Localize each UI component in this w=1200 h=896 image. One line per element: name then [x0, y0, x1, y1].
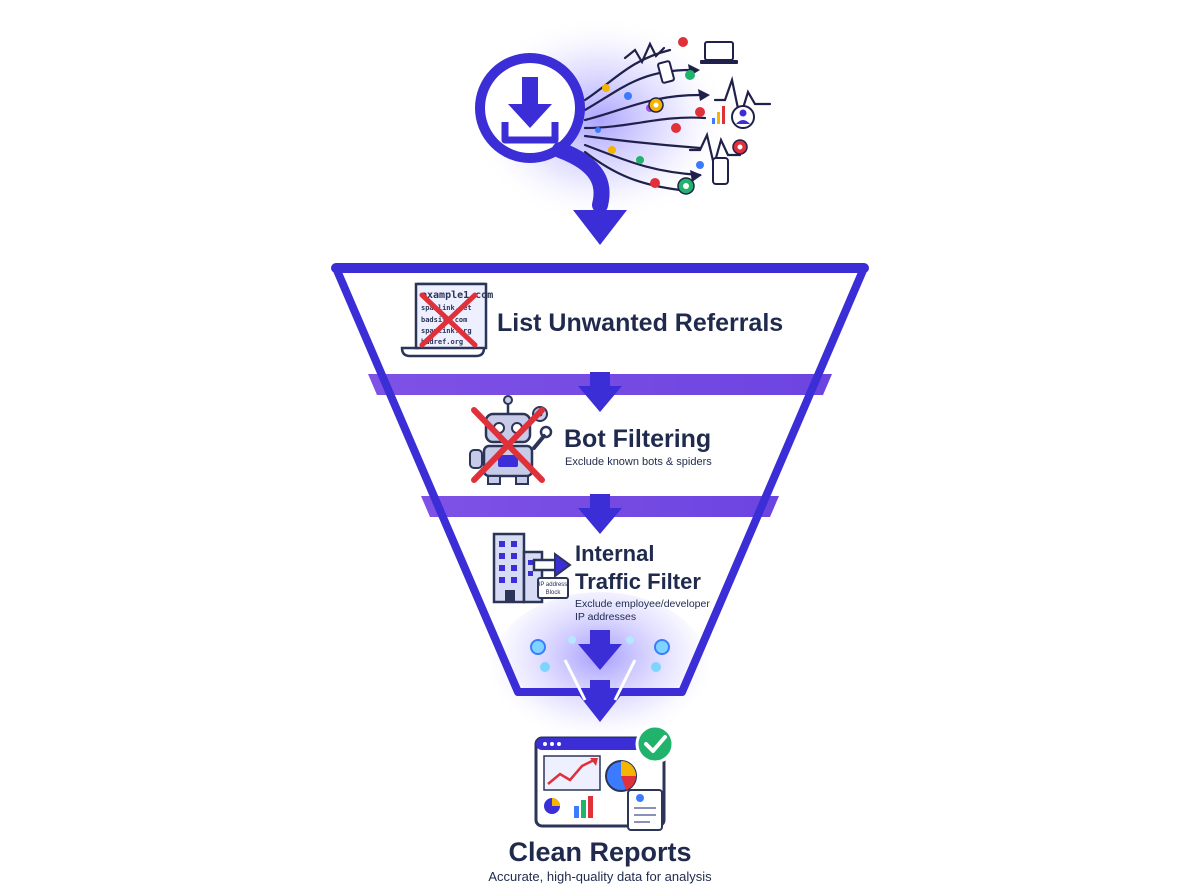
stage-title-line: Traffic Filter: [575, 569, 701, 594]
funnel-bottom-glow: [490, 592, 710, 752]
cross-icon: [471, 407, 545, 483]
funnel: example1.com spamlink.net badsite.com sp…: [331, 263, 869, 752]
download-icon: [475, 53, 585, 163]
pie-chart-icon: [544, 798, 560, 814]
badge-line: Block: [546, 590, 562, 596]
mobile-phone-icon: [712, 157, 729, 185]
checkmark-icon: [635, 724, 675, 764]
doc-line: badsite.com: [421, 316, 467, 324]
stage-unwanted-referrals: example1.com spamlink.net badsite.com sp…: [400, 282, 783, 358]
flow-arrow: [578, 630, 622, 670]
stage-subtitle-line: Exclude employee/developer: [575, 598, 710, 610]
clean-data-sparkles: [530, 636, 670, 701]
gear-icon: [648, 97, 664, 113]
laptop-icon: [700, 41, 738, 64]
gear-icon: [732, 139, 748, 155]
document-icon: [627, 789, 663, 831]
stage-title: Bot Filtering: [564, 425, 711, 453]
flow-arrow: [578, 494, 622, 534]
badge-line: IP address: [539, 582, 568, 588]
stage-subtitle: Exclude known bots & spiders: [565, 456, 712, 468]
bar-chart-icon: [574, 796, 593, 818]
doc-line: badref.org: [421, 338, 463, 346]
bar-chart-icon: [712, 106, 725, 124]
flow-arrow: [578, 680, 622, 722]
user-avatar-icon: [731, 105, 755, 129]
doc-line: spamlink.org: [421, 327, 472, 335]
output-clean-reports: Clean Reports Accurate, high-quality dat…: [488, 724, 712, 884]
arrow-right-icon: [532, 552, 572, 578]
robot-cross-icon: [469, 395, 553, 485]
stage-bot-filtering: Bot Filtering Exclude known bots & spide…: [469, 395, 712, 485]
ip-block-badge: IP address Block: [537, 577, 569, 599]
mobile-phone-icon: [657, 60, 675, 84]
cross-icon: [419, 292, 478, 348]
stage-subtitle-line: IP addresses: [575, 611, 636, 623]
output-title: Clean Reports: [508, 837, 691, 867]
stage-title: List Unwanted Referrals: [497, 309, 783, 337]
office-building-icon: IP address Block: [492, 532, 572, 604]
pie-chart-icon: [605, 760, 637, 792]
output-subtitle: Accurate, high-quality data for analysis: [488, 869, 712, 884]
doc-line: example1.com: [421, 290, 493, 301]
stage-title-line: Internal: [575, 541, 654, 566]
data-intake-group: [470, 15, 772, 245]
flow-arrow: [578, 372, 622, 412]
intake-arrow: [552, 142, 627, 245]
doc-line: spamlink.net: [421, 304, 472, 312]
document-cross-icon: example1.com spamlink.net badsite.com sp…: [400, 282, 493, 358]
gear-icon: [677, 177, 695, 195]
stage-internal-traffic-filter: IP address Block Internal Traffic Filter…: [492, 532, 710, 623]
dashboard-report-icon: [534, 724, 675, 831]
